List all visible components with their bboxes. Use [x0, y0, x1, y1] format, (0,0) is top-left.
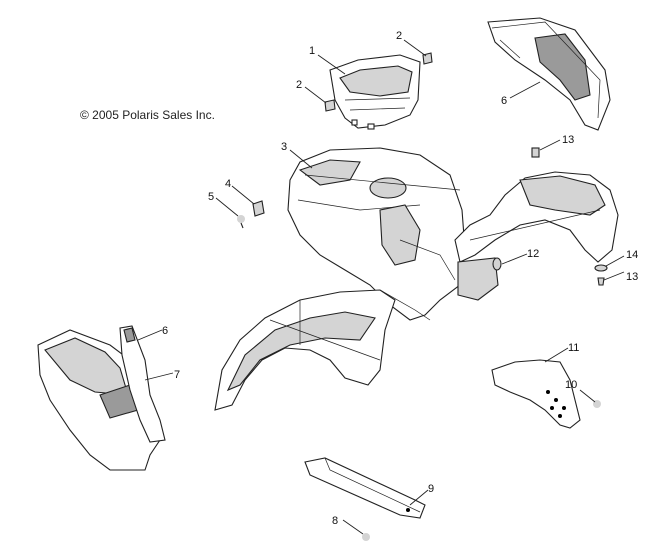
- callout-7: 7: [174, 369, 180, 381]
- callout-12: 12: [527, 248, 539, 260]
- copyright-notice: © 2005 Polaris Sales Inc.: [80, 108, 215, 122]
- part-fastener-13b: [597, 277, 605, 286]
- callout-1: 1: [309, 45, 315, 57]
- callout-2b: 2: [296, 79, 302, 91]
- callout-10: 10: [565, 379, 577, 391]
- part-bracket-11: [491, 359, 581, 429]
- callout-11: 11: [568, 342, 579, 354]
- part-clip-4: [252, 200, 265, 217]
- part-side-panel-upper: [487, 17, 611, 131]
- part-console-cover: [329, 54, 421, 130]
- callout-6b: 6: [162, 325, 168, 337]
- part-washer-14: [594, 264, 608, 272]
- part-footwell-insert-7: [119, 325, 166, 443]
- part-screw-8: [362, 533, 370, 541]
- part-screw-5: [237, 215, 245, 229]
- callout-2a: 2: [396, 30, 402, 42]
- part-fastener-2b: [324, 99, 336, 112]
- callout-labels: 1 2 2 3 4 5 6 13 12 14 13 6 7 11 10 9 8: [162, 30, 638, 527]
- part-front-body: [287, 147, 466, 321]
- callout-9: 9: [428, 483, 434, 495]
- callout-14: 14: [626, 249, 638, 261]
- leader-lines: [137, 39, 625, 535]
- part-rear-fender: [454, 171, 619, 301]
- part-front-lower-fender: [214, 289, 431, 411]
- callout-13a: 13: [562, 134, 574, 146]
- callout-4: 4: [225, 178, 231, 190]
- callout-13b: 13: [626, 271, 638, 283]
- part-grommet-12: [492, 257, 502, 271]
- callout-8: 8: [332, 515, 338, 527]
- part-fastener-13a: [531, 147, 540, 158]
- callout-3: 3: [281, 141, 287, 153]
- part-plate-9: [304, 457, 426, 519]
- callout-5: 5: [208, 191, 214, 203]
- callout-6a: 6: [501, 95, 507, 107]
